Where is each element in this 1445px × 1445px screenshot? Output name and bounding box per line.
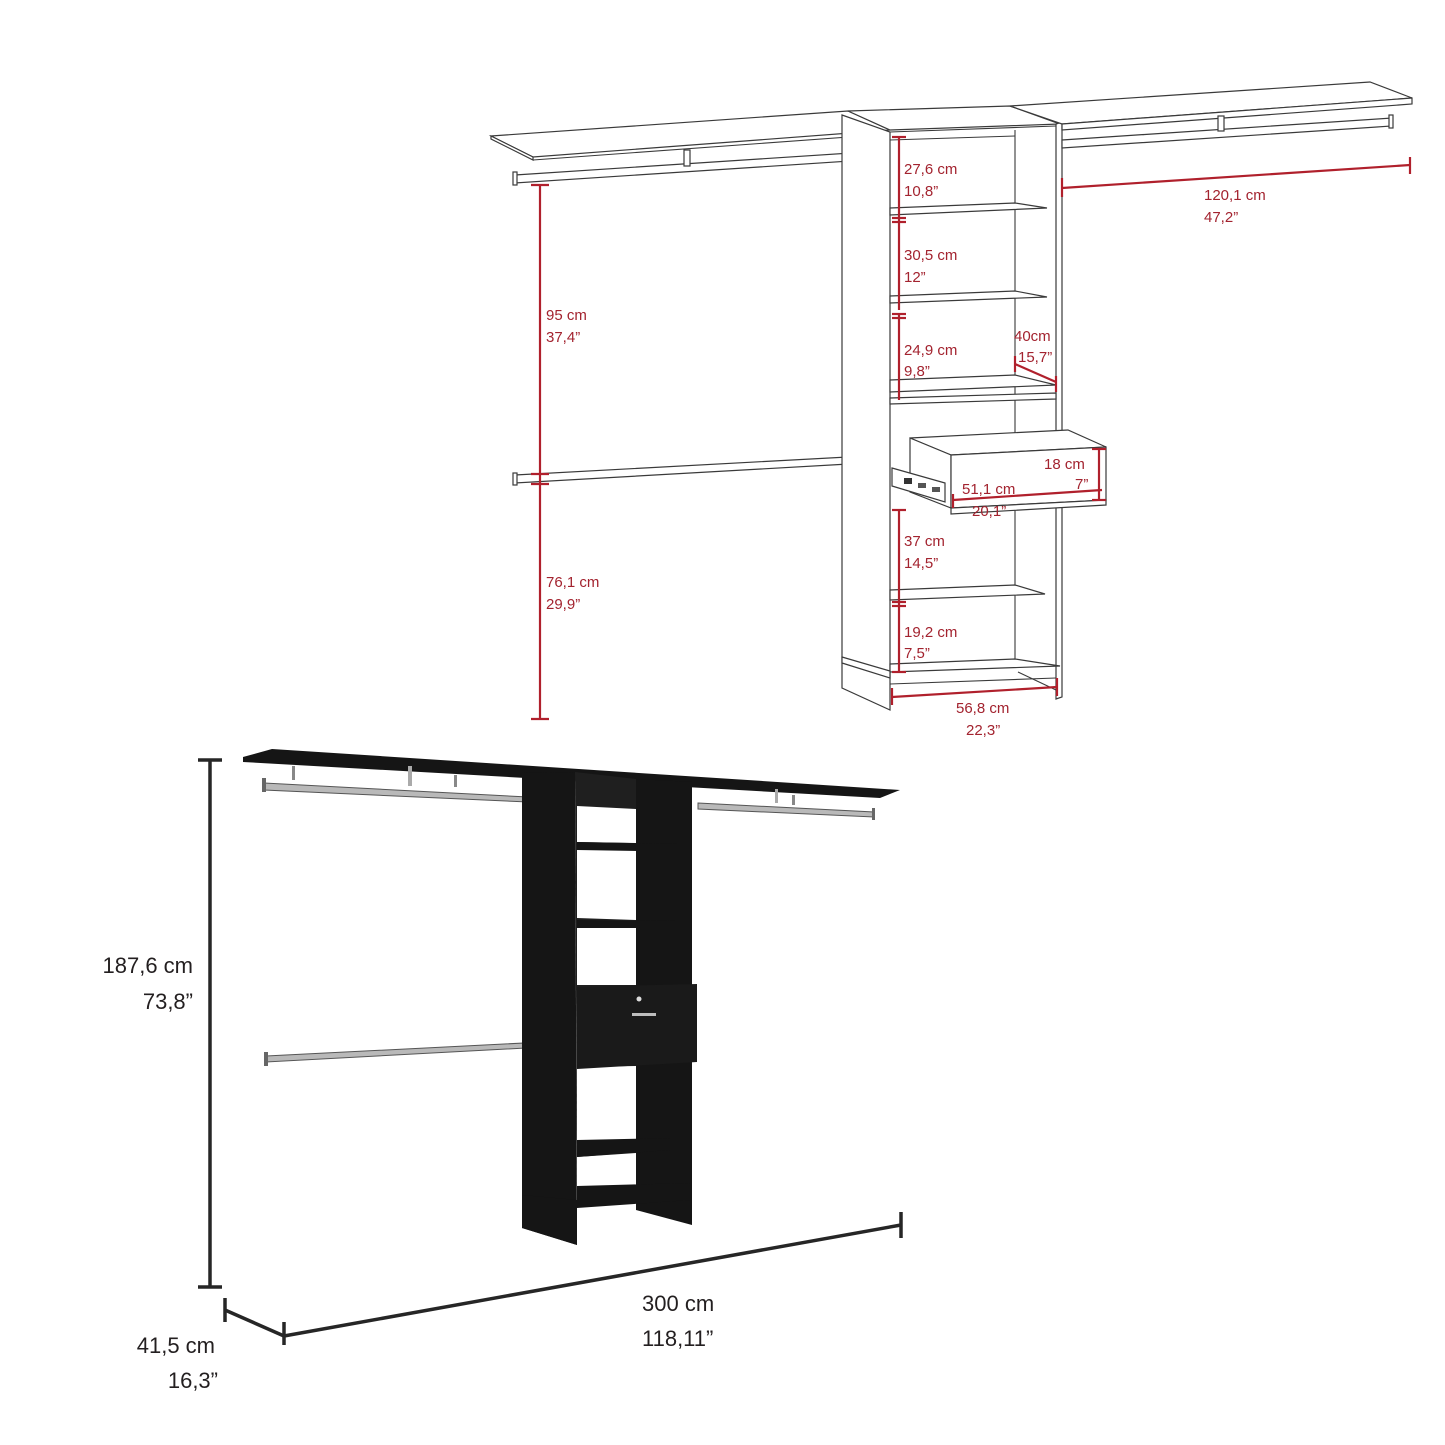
shelf-2-height-cm: 30,5 cm: [904, 247, 957, 264]
line-drawing-view: 95 cm 37,4” 76,1 cm 29,9” 120,1 cm 47,2”…: [488, 81, 1413, 739]
shelf-1-height-cm: 27,6 cm: [904, 161, 957, 178]
black-dimension-lines: [198, 758, 903, 1345]
shelf-2-height-in: 12”: [904, 269, 926, 286]
shelf-5-height-in: 7,5”: [904, 645, 930, 662]
product-lower-rod: [265, 1041, 545, 1063]
overall-width-cm: 300 cm: [642, 1291, 714, 1316]
left-lower-rod: [512, 453, 868, 486]
rod-gap-lower-cm: 76,1 cm: [546, 574, 599, 591]
shelf-4-height-in: 14,5”: [904, 555, 938, 572]
tower-width-cm: 56,8 cm: [956, 700, 1009, 717]
product-drawer-front: [577, 984, 697, 1069]
drawer-open: [891, 429, 1107, 515]
red-dimension-labels: 95 cm 37,4” 76,1 cm 29,9” 120,1 cm 47,2”…: [546, 161, 1266, 739]
product-right-upper-rod: [697, 789, 875, 820]
overall-height-cm: 187,6 cm: [103, 953, 194, 978]
shelf-3-height-cm: 24,9 cm: [904, 342, 957, 359]
tower-depth-cm: 40cm: [1014, 328, 1051, 345]
overall-depth-in: 16,3”: [168, 1368, 218, 1393]
drawer-height-cm: 18 cm: [1044, 456, 1085, 473]
overall-height-in: 73,8”: [143, 989, 193, 1014]
tower-width-in: 22,3”: [966, 722, 1000, 739]
product-tower: [522, 772, 697, 1245]
rod-gap-lower-in: 29,9”: [546, 596, 580, 613]
shelf-3-height-in: 9,8”: [904, 363, 930, 380]
drawer-depth-cm: 51,1 cm: [962, 481, 1015, 498]
shelf-4-height-cm: 37 cm: [904, 533, 945, 550]
shelf-5-height-cm: 19,2 cm: [904, 624, 957, 641]
right-shelf-width-cm: 120,1 cm: [1204, 187, 1266, 204]
overall-width-in: 118,11”: [642, 1326, 713, 1351]
red-dimension-lines: [531, 135, 1412, 721]
left-top-shelf: [488, 110, 891, 161]
right-top-shelf: [1009, 81, 1413, 149]
left-upper-rod: [512, 149, 869, 186]
black-dimension-labels: 187,6 cm 73,8” 300 cm 118,11” 41,5 cm 16…: [103, 953, 715, 1393]
center-tower: [841, 105, 1107, 711]
product-view: 187,6 cm 73,8” 300 cm 118,11” 41,5 cm 16…: [103, 749, 903, 1393]
shelf-1-height-in: 10,8”: [904, 183, 938, 200]
drawer-height-in: 7”: [1075, 476, 1088, 493]
overall-depth-cm: 41,5 cm: [137, 1333, 215, 1358]
rod-gap-upper-cm: 95 cm: [546, 307, 587, 324]
drawer-depth-in: 20,1”: [972, 503, 1006, 520]
rod-gap-upper-in: 37,4”: [546, 329, 580, 346]
tower-depth-in: 15,7”: [1018, 349, 1052, 366]
right-shelf-width-in: 47,2”: [1204, 209, 1238, 226]
